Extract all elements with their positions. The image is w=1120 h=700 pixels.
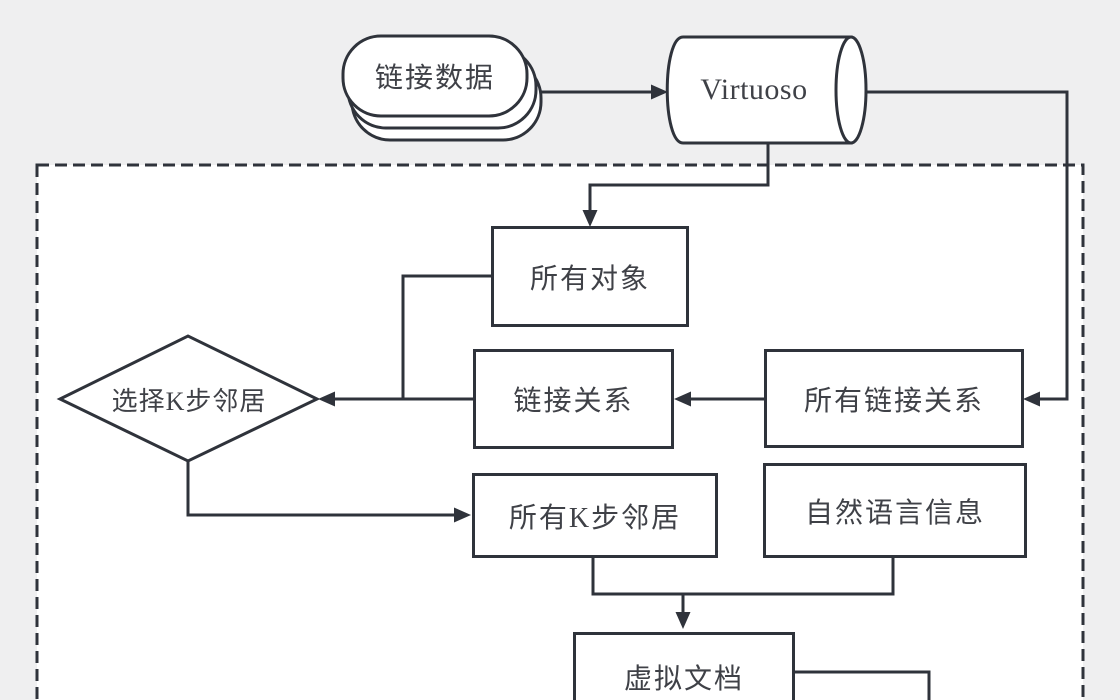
cylinder-end-cap: [834, 35, 868, 145]
arrowhead-into-all-link-relations: [1023, 391, 1040, 407]
arrowhead-into-link-relations: [674, 391, 691, 407]
arrowhead-into-all-objects: [582, 210, 598, 227]
arrowhead-into-all-k-neighbors: [454, 507, 471, 523]
box-all-link-relations: 所有链接关系: [764, 349, 1024, 448]
box-all-objects: 所有对象: [491, 226, 689, 327]
connector-diamond-to-all-k-neighbors: [186, 461, 455, 517]
connector-virtuoso-to-all-link-relations: [865, 90, 1069, 401]
box-virtual-document: 虚拟文档: [573, 632, 795, 700]
box-natural-language-info: 自然语言信息: [763, 463, 1027, 558]
virtuoso-cylinder-shape: [665, 35, 868, 145]
connectors: [186, 84, 1069, 700]
box-all-k-neighbors: 所有K步邻居: [472, 473, 718, 558]
connector-virtuoso-to-all-objects: [588, 143, 770, 211]
linked-data-stack-shape: [341, 34, 543, 142]
arrowhead-into-virtuoso: [651, 84, 668, 100]
connector-to-diamond: [334, 274, 491, 401]
cylinder-body: [665, 35, 853, 145]
arrowhead-into-virtual-document: [675, 612, 691, 629]
decision-diamond-shape: [56, 334, 321, 463]
stack-layer-front: [341, 34, 529, 118]
connector-merge-to-virtual-document: [591, 557, 895, 613]
arrowhead-into-diamond: [318, 391, 335, 407]
box-link-relations: 链接关系: [473, 349, 674, 449]
connector-virtual-document-out: [794, 670, 931, 700]
